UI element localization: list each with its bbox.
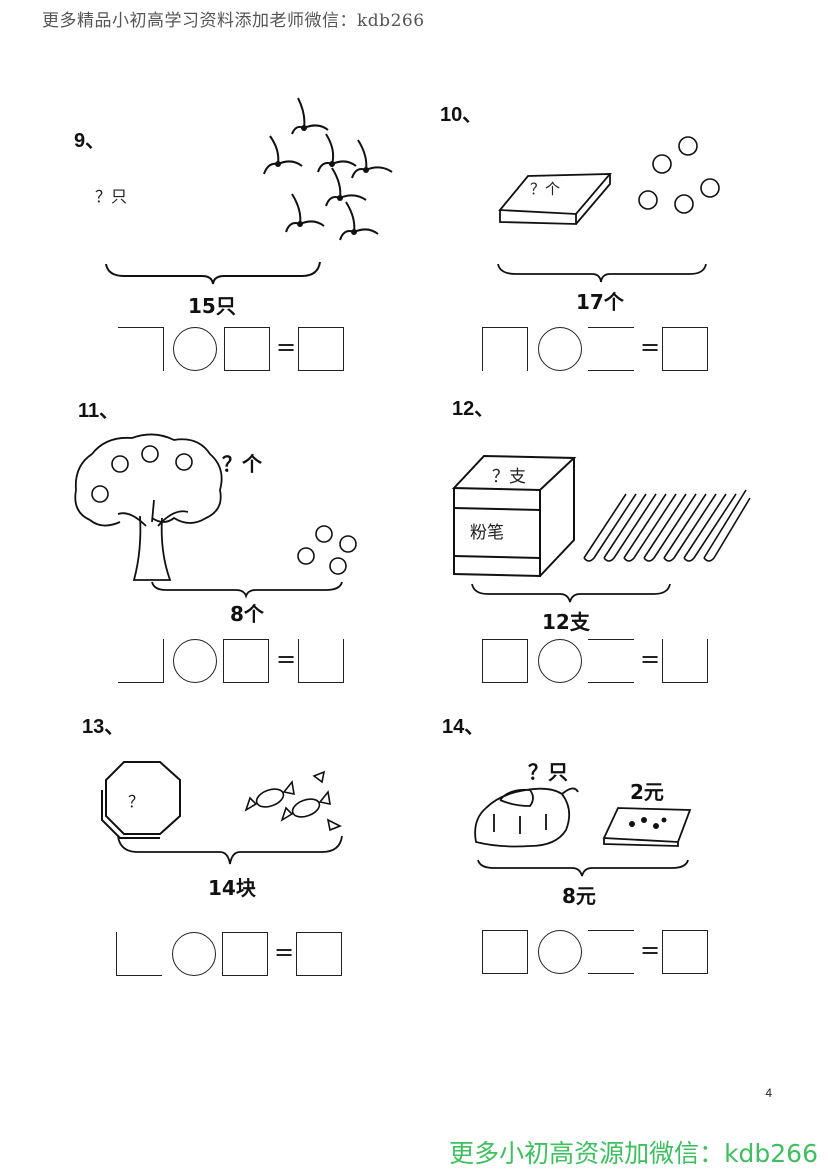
problem-number: 13、 <box>82 716 125 738</box>
problem-number: 11、 <box>78 400 120 422</box>
question-label: ？支 <box>492 467 526 487</box>
candies-illustration <box>244 770 342 832</box>
birds-illustration <box>263 97 393 241</box>
total-label: 17个 <box>576 290 624 314</box>
problem-number: 14、 <box>442 716 485 738</box>
candy-box-illustration <box>101 761 181 839</box>
price-label: 2元 <box>630 780 664 804</box>
answer-box-2[interactable] <box>588 639 634 683</box>
equation-row: = <box>118 639 348 687</box>
operator-circle[interactable] <box>173 327 217 371</box>
brace <box>477 859 689 877</box>
question-label: ？只 <box>528 760 568 784</box>
question-label: ？个 <box>222 452 262 476</box>
answer-box-2[interactable] <box>588 930 634 974</box>
equation-row: = <box>118 327 348 375</box>
brace <box>471 583 671 603</box>
answer-box-2[interactable] <box>588 327 634 371</box>
total-label: 12支 <box>542 610 590 634</box>
pencil-case-illustration <box>474 787 579 848</box>
equals-sign: = <box>274 938 295 966</box>
brace <box>117 835 343 865</box>
brace <box>151 581 343 599</box>
total-label: 15只 <box>188 294 236 318</box>
chalk-sticks-illustration <box>583 489 751 562</box>
total-label: 8元 <box>562 884 596 908</box>
total-label: 8个 <box>230 602 264 626</box>
box-label: 粉笔 <box>470 523 504 543</box>
equals-sign: = <box>640 645 661 673</box>
chalk-box-illustration <box>451 454 577 578</box>
equation-row: = <box>482 639 712 687</box>
page-number: 4 <box>765 1086 772 1100</box>
problem-number: 12、 <box>452 398 495 420</box>
equation-row: = <box>116 932 346 980</box>
brace <box>105 261 321 285</box>
operator-circle[interactable] <box>172 932 216 976</box>
brace <box>497 263 707 283</box>
operator-circle[interactable] <box>173 639 217 683</box>
operator-circle[interactable] <box>538 639 582 683</box>
answer-box-2[interactable] <box>224 327 270 371</box>
box-illustration <box>498 173 612 225</box>
answer-box-result[interactable] <box>662 327 708 371</box>
answer-box-result[interactable] <box>662 930 708 974</box>
footer-note: 更多小初高资源加微信：kdb266 <box>449 1139 818 1168</box>
answer-box-1[interactable] <box>118 639 164 683</box>
question-label: ？个 <box>530 180 561 198</box>
problem-number: 10、 <box>440 104 483 126</box>
eraser-illustration <box>602 807 692 847</box>
apple-tree-illustration <box>74 433 223 581</box>
answer-box-result[interactable] <box>298 327 344 371</box>
answer-box-1[interactable] <box>116 932 162 976</box>
problem-number: 9、 <box>74 130 106 152</box>
equals-sign: = <box>276 645 297 673</box>
answer-box-1[interactable] <box>482 327 528 371</box>
answer-box-1[interactable] <box>482 639 528 683</box>
equals-sign: = <box>640 936 661 964</box>
answer-box-2[interactable] <box>222 932 268 976</box>
answer-box-result[interactable] <box>298 639 344 683</box>
header-note: 更多精品小初高学习资料添加老师微信：kdb266 <box>42 11 425 31</box>
equation-row: = <box>482 930 712 978</box>
answer-box-2[interactable] <box>223 639 269 683</box>
operator-circle[interactable] <box>538 327 582 371</box>
question-label: ？ <box>128 792 145 811</box>
operator-circle[interactable] <box>538 930 582 974</box>
equals-sign: = <box>276 333 297 361</box>
apples-illustration <box>297 525 357 575</box>
equation-row: = <box>482 327 712 375</box>
answer-box-result[interactable] <box>296 932 342 976</box>
question-label: ？只 <box>95 187 128 206</box>
answer-box-1[interactable] <box>482 930 528 974</box>
circles-illustration <box>638 136 720 214</box>
answer-box-1[interactable] <box>118 327 164 371</box>
total-label: 14块 <box>208 876 256 900</box>
answer-box-result[interactable] <box>662 639 708 683</box>
equals-sign: = <box>640 333 661 361</box>
